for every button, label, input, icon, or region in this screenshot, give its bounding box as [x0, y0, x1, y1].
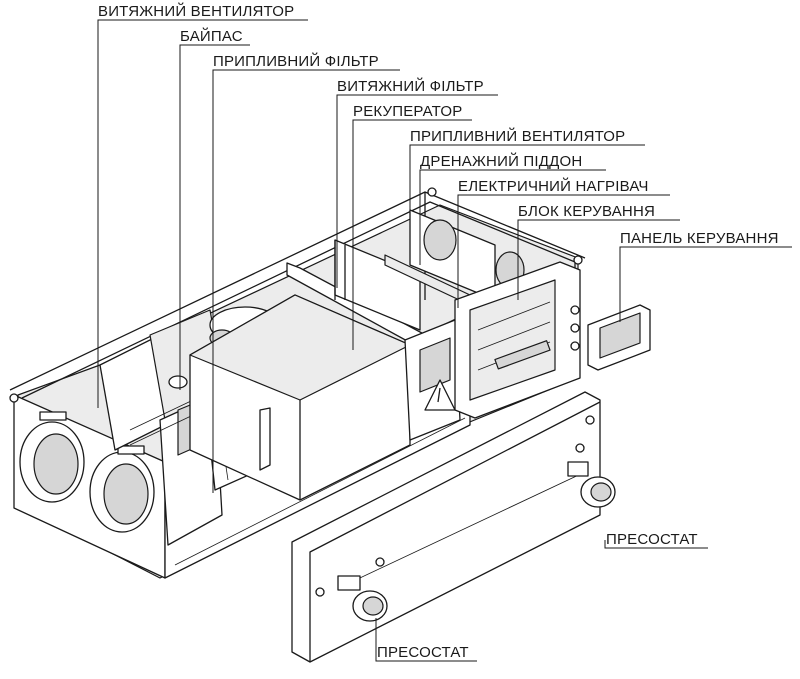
supply-fan-section [384, 209, 525, 306]
control-block-section [454, 261, 581, 419]
label-exhaust-filter: ВИТЯЖНИЙ ФІЛЬТР [337, 77, 484, 95]
recuperator-block [189, 262, 436, 501]
control-panel-device [587, 304, 651, 371]
front-panel [291, 391, 616, 663]
label-supply-filter: ПРИПЛИВНИЙ ФІЛЬТР [213, 52, 379, 70]
labels: ВИТЯЖНИЙ ВЕНТИЛЯТОР БАЙПАС ПРИПЛИВНИЙ ФІ… [98, 2, 779, 661]
label-control-block: БЛОК КЕРУВАННЯ [518, 203, 655, 220]
label-supply-fan: ПРИПЛИВНИЙ ВЕНТИЛЯТОР [410, 127, 625, 145]
label-recuperator: РЕКУПЕРАТОР [353, 103, 462, 120]
label-exhaust-fan: ВИТЯЖНИЙ ВЕНТИЛЯТОР [98, 2, 294, 20]
exhaust-fan-bypass-section [99, 309, 226, 546]
exhaust-filter-frame [334, 239, 461, 441]
label-control-panel: ПАНЕЛЬ КЕРУВАННЯ [620, 230, 779, 247]
label-drain-pan: ДРЕНАЖНИЙ ПІДДОН [420, 152, 582, 170]
pressostat-right-device [567, 461, 616, 508]
label-electric-heater: ЕЛЕКТРИЧНИЙ НАГРІВАЧ [458, 177, 649, 195]
label-pressostat-right: ПРЕСОСТАТ [606, 531, 698, 548]
air-spigots [19, 411, 155, 533]
leader-lines [97, 19, 792, 662]
label-pressostat-bottom: ПРЕСОСТАТ [377, 644, 469, 661]
label-bypass: БАЙПАС [180, 27, 243, 45]
pressostat-bottom-device [337, 575, 388, 622]
